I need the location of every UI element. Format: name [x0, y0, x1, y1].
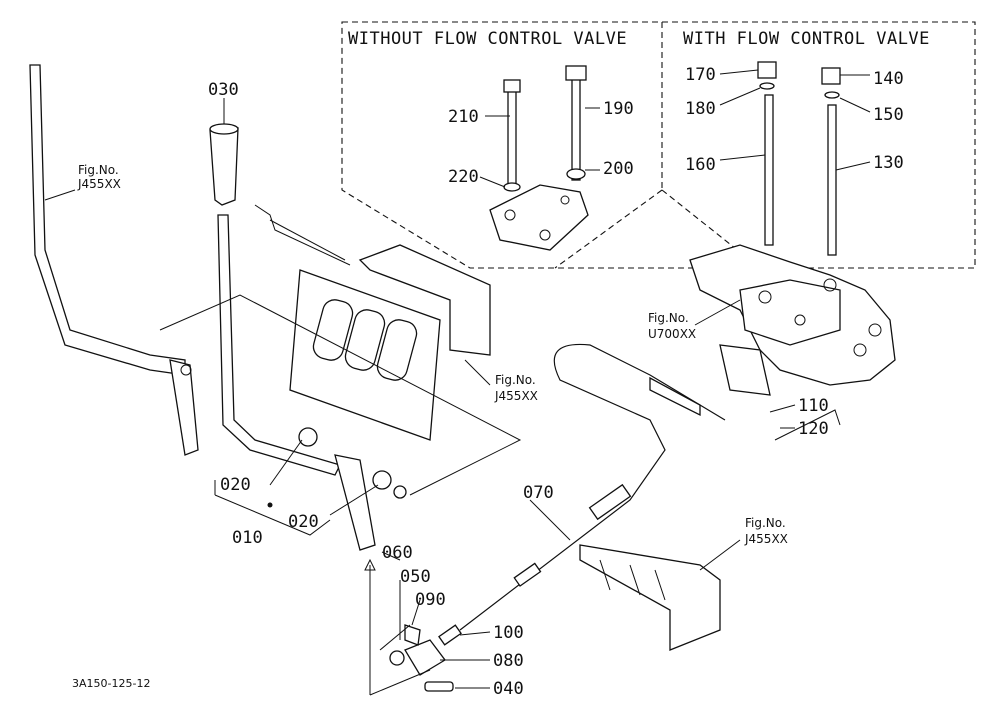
fig-ref-middle-caption: Fig.No. — [495, 373, 536, 387]
fig-ref-bottom-right: Fig.No. J455XX — [744, 516, 788, 546]
fig-ref-valve-number: U700XX — [648, 327, 696, 341]
flow-control-inset: WITHOUT FLOW CONTROL VALVE WITH FLOW CON… — [341, 21, 976, 269]
fig-ref-middle-number: J455XX — [494, 389, 538, 403]
part-060-label: 060 — [382, 543, 413, 563]
part-160-label: 160 — [685, 155, 716, 175]
part-050-label: 050 — [400, 567, 431, 587]
fig-ref-left: Fig.No. J455XX — [77, 163, 121, 191]
fig-ref-bottom-right-number: J455XX — [744, 532, 788, 546]
part-190-label: 190 — [603, 99, 634, 119]
part-070-label: 070 — [523, 483, 554, 503]
with-flow-control-title: WITH FLOW CONTROL VALVE — [683, 29, 930, 49]
flow-control-studs — [757, 61, 841, 256]
part-080-label: 080 — [493, 651, 524, 671]
cover-plate-assembly — [489, 65, 589, 251]
without-flow-control-title: WITHOUT FLOW CONTROL VALVE — [348, 29, 627, 49]
fig-ref-left-number: J455XX — [77, 177, 121, 191]
part-040-label: 040 — [493, 679, 524, 699]
part-170-label: 170 — [685, 65, 716, 85]
fig-ref-valve-caption: Fig.No. — [648, 311, 689, 325]
shift-lever — [209, 123, 407, 551]
part-140-label: 140 — [873, 69, 904, 89]
control-cable — [438, 343, 726, 646]
cable-bracket — [579, 544, 721, 651]
part-220-label: 220 — [448, 167, 479, 187]
part-010-label: 010 — [232, 528, 263, 548]
part-labels: 030 210 190 220 200 170 180 160 140 150 … — [208, 65, 904, 699]
part-090-label: 090 — [415, 590, 446, 610]
reference-lever — [29, 64, 199, 456]
fig-ref-middle: Fig.No. J455XX — [494, 373, 538, 403]
part-100-label: 100 — [493, 623, 524, 643]
part-020b-label: 020 — [288, 512, 319, 532]
clevis-assembly — [389, 624, 454, 692]
leader-lines — [44, 69, 871, 689]
fig-ref-left-caption: Fig.No. — [78, 163, 119, 177]
guide-plate — [254, 204, 491, 441]
part-200-label: 200 — [603, 159, 634, 179]
part-150-label: 150 — [873, 105, 904, 125]
fig-ref-valve: Fig.No. U700XX — [648, 311, 696, 341]
part-130-label: 130 — [873, 153, 904, 173]
part-120-label: 120 — [798, 419, 829, 439]
fig-ref-bottom-right-caption: Fig.No. — [745, 516, 786, 530]
reference-lines — [159, 294, 841, 696]
part-030-label: 030 — [208, 80, 239, 100]
drawing-code: 3A150-125-12 — [72, 677, 150, 690]
part-020a-label: 020 — [220, 475, 251, 495]
part-210-label: 210 — [448, 107, 479, 127]
part-110-label: 110 — [798, 396, 829, 416]
part-180-label: 180 — [685, 99, 716, 119]
control-valve-body — [689, 244, 896, 396]
